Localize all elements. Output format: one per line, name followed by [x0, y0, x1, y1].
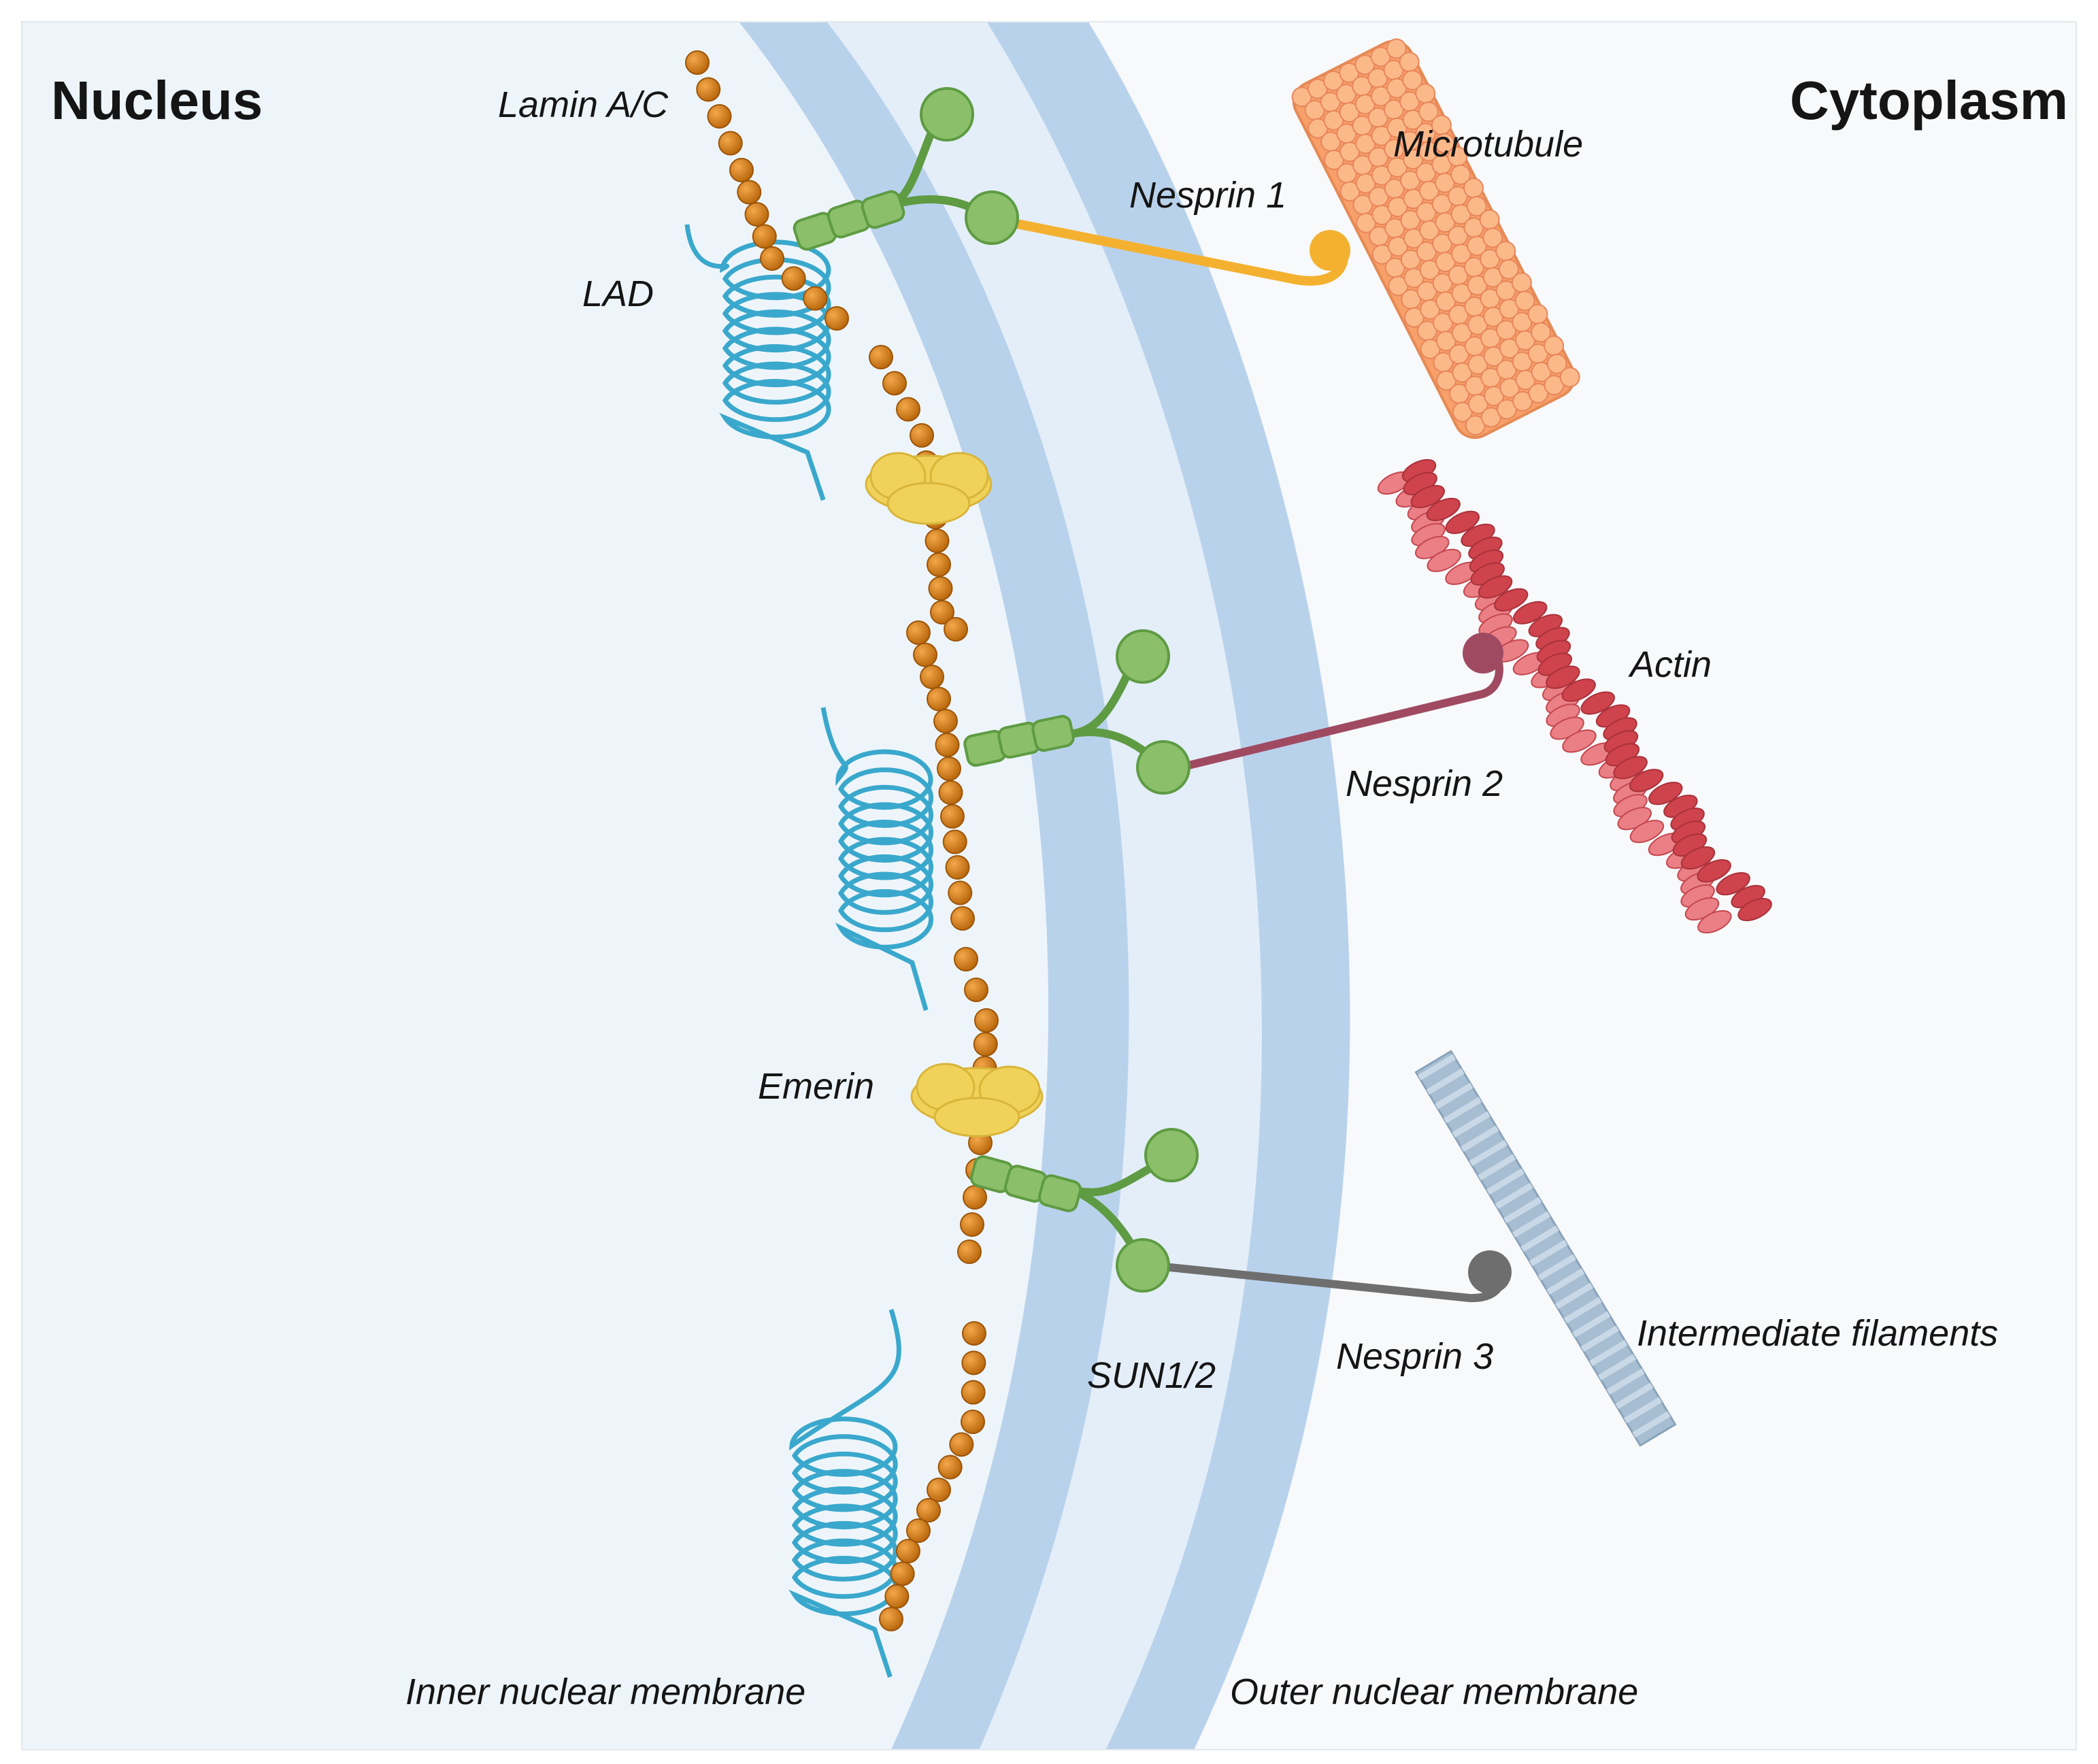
cytoplasm-heading: Cytoplasm — [1790, 70, 2068, 131]
inner-membrane-label: Inner nuclear membrane — [405, 1671, 805, 1712]
sun-1-2-complex-2 — [963, 629, 1190, 795]
emerin-label: Emerin — [758, 1066, 874, 1107]
sun-label: SUN1/2 — [1087, 1355, 1216, 1396]
cytoplasm-region — [1088, 22, 2076, 1750]
lad-label: LAD — [582, 273, 654, 314]
lamin-label: Lamin A/C — [498, 84, 669, 125]
emerin-protein — [865, 452, 1044, 1137]
intermediate-filament — [1414, 1050, 1677, 1447]
outer-nuclear-membrane — [986, 22, 1350, 1750]
nucleus-heading: Nucleus — [51, 70, 263, 131]
microtubule-label: Microtubule — [1393, 124, 1583, 165]
nesprin-1-kash-hook — [1310, 230, 1350, 271]
nesprin-3-label: Nesprin 3 — [1336, 1336, 1493, 1377]
perinuclear-space — [738, 22, 1292, 1750]
microtubule-filament — [1291, 38, 1580, 439]
sun-1-2-complex-3 — [969, 1128, 1199, 1293]
nesprin-1-label: Nesprin 1 — [1129, 175, 1286, 216]
nesprin-2-label: Nesprin 2 — [1346, 763, 1503, 804]
inner-nuclear-membrane — [738, 22, 1129, 1750]
nesprin-2-kash-hook — [1463, 633, 1503, 673]
actin-filament — [1377, 459, 1772, 934]
outer-membrane-label: Outer nuclear membrane — [1230, 1671, 1638, 1712]
sun-1-2-complex-1 — [793, 87, 1019, 251]
nesprin-3-kash-hook — [1468, 1250, 1512, 1294]
intermediate-filaments-label: Intermediate filaments — [1637, 1313, 1998, 1354]
actin-label: Actin — [1628, 644, 1712, 685]
